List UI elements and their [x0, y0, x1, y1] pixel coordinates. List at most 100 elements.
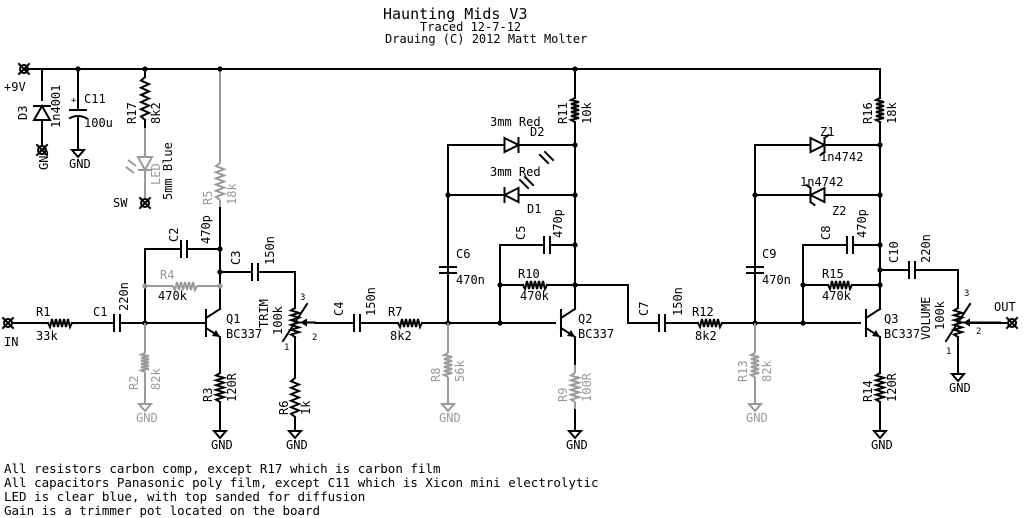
r10-resistor	[521, 280, 549, 292]
z1-ref: Z1	[820, 125, 834, 139]
output-terminal	[1007, 318, 1017, 328]
z1-zener-z	[819, 150, 826, 157]
led-ray	[538, 153, 550, 165]
build-notes: All resistors carbon comp, except R17 wh…	[4, 462, 599, 518]
r9-ref: R9	[556, 388, 570, 402]
r2-gnd	[136, 403, 154, 413]
trim-pot	[287, 306, 303, 339]
r16-value: 18k	[885, 102, 899, 124]
r14-gnd	[871, 430, 889, 440]
gnd-label: GND	[949, 381, 971, 395]
pin-2: 2	[976, 327, 981, 337]
r14-ref: R14	[861, 380, 875, 402]
r17-ref: R17	[125, 102, 139, 124]
r1-value: 33k	[36, 329, 58, 343]
q3-transistor-arrow	[872, 330, 880, 337]
junction-dot	[877, 142, 883, 148]
c9-value: 470n	[762, 273, 791, 287]
q3-ref: Q3	[884, 312, 898, 326]
pin-3: 3	[300, 293, 305, 303]
r9-resistor	[567, 372, 583, 403]
power-label: +9V	[4, 80, 26, 94]
q2-transistor-collector	[559, 307, 577, 320]
r13-gnd	[746, 403, 764, 413]
r5-resistor	[213, 162, 227, 201]
r17-resistor	[138, 75, 152, 122]
r7-resistor	[396, 318, 424, 330]
c10-value: 220n	[919, 234, 933, 263]
z2-zener-z	[805, 183, 812, 190]
gnd-label: GND	[566, 438, 588, 452]
sw-terminal	[140, 198, 150, 208]
junction-dot	[572, 192, 578, 198]
q2-value: BC337	[578, 327, 614, 341]
q3-value: BC337	[884, 327, 920, 341]
z2-zener-z	[809, 200, 816, 207]
sw-label: SW	[113, 196, 128, 210]
led-ray	[523, 175, 535, 187]
trim-pot-wiper-arrow	[300, 318, 307, 327]
c8-ref: C8	[819, 226, 833, 240]
volume-ref: VOLUME	[919, 297, 933, 340]
z2-value: 1n4742	[800, 175, 843, 189]
r3-value: 120R	[225, 372, 239, 402]
r12-resistor	[696, 318, 724, 330]
d1-ref: D1	[527, 202, 541, 216]
copyright: Drauing (C) 2012 Matt Molter	[385, 32, 587, 46]
gnd-label: GND	[211, 438, 233, 452]
r14-value: 120R	[885, 372, 899, 402]
junction-dot	[877, 192, 883, 198]
c7-value: 150n	[671, 287, 685, 316]
r11-resistor	[568, 96, 580, 124]
volume-pot-trim-arrow	[944, 302, 972, 343]
r13-resistor	[748, 352, 760, 378]
r15-ref: R15	[822, 267, 844, 281]
pin-2: 2	[312, 333, 317, 343]
r13-ref: R13	[736, 360, 750, 382]
r3-ref: R3	[201, 388, 215, 402]
c9-ref: C9	[762, 247, 776, 261]
input-terminal-x	[1, 316, 15, 330]
note-line: All resistors carbon comp, except R17 wh…	[4, 461, 441, 476]
gnd-label: GND	[69, 157, 91, 171]
c8-value: 470p	[855, 209, 869, 238]
r4-resistor	[172, 281, 198, 293]
d2-value: 3mm Red	[490, 115, 541, 129]
gnd-text: GND	[37, 148, 51, 170]
r5-ref: R5	[201, 191, 215, 205]
c2-ref: C2	[167, 228, 181, 242]
wires	[1, 62, 1019, 440]
c2-value: 470p	[199, 215, 213, 244]
c11-ref: C11	[84, 92, 106, 106]
r11-ref: R11	[556, 102, 570, 124]
trim-value: 100k	[271, 305, 285, 335]
r9-gnd	[566, 430, 584, 440]
junction-dot	[877, 242, 883, 248]
r8-value: 56k	[453, 360, 467, 382]
junction-dot	[217, 283, 223, 289]
r3-gnd	[211, 430, 229, 440]
junction-dot	[752, 192, 758, 198]
volume-gnd	[949, 373, 967, 383]
r7-value: 8k2	[390, 329, 412, 343]
led-value: 5mm Blue	[161, 142, 175, 200]
junction-dot	[217, 269, 223, 275]
sw-terminal-x	[138, 196, 152, 210]
c6-ref: C6	[456, 247, 470, 261]
c11-gnd	[69, 149, 87, 159]
r12-value: 8k2	[695, 329, 717, 343]
junction-dot	[877, 282, 883, 288]
c1-ref: C1	[93, 305, 107, 319]
c7-ref: C7	[637, 302, 651, 316]
junction-dot	[877, 267, 883, 273]
r8-resistor	[441, 352, 453, 378]
q1-transistor-arrow	[212, 330, 220, 337]
trim-ref: TRIM	[257, 299, 271, 328]
junction-dot	[497, 320, 503, 326]
d1-value: 3mm Red	[490, 165, 541, 179]
junction-dot	[217, 66, 223, 72]
c5-value: 470p	[551, 209, 565, 238]
led-ref: LED	[149, 163, 163, 185]
